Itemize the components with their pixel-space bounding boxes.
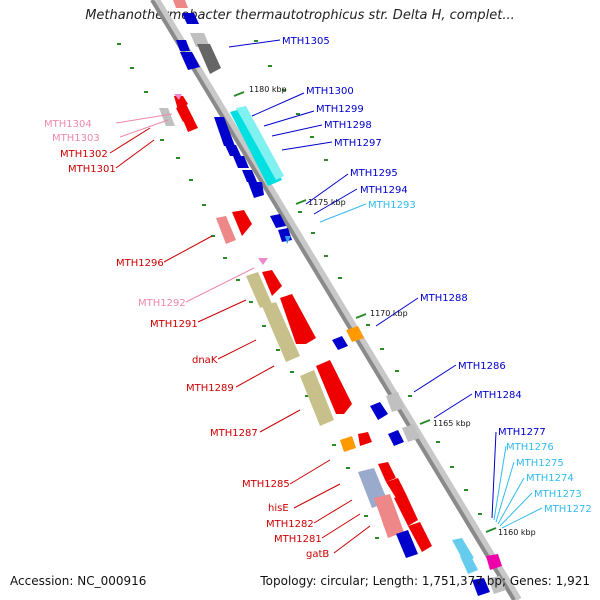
gene-arrow[interactable]	[248, 182, 264, 198]
gene-arrow[interactable]	[262, 302, 300, 362]
kbp-tick-label: 1160 kbp	[498, 528, 536, 537]
gene-arrow[interactable]	[374, 494, 404, 538]
gene-arrow[interactable]	[176, 40, 190, 51]
gene-label[interactable]: MTH1273	[534, 489, 582, 500]
gene-label[interactable]: MTH1304	[44, 119, 92, 130]
gene-arrow[interactable]	[258, 258, 268, 265]
backbone-shadow	[152, 0, 522, 600]
accession-text: Accession: NC_000916	[10, 574, 147, 588]
gene-arrow[interactable]	[378, 462, 396, 482]
kbp-tick-label: 1180 kbp	[249, 85, 287, 94]
gene-arrow[interactable]	[316, 360, 352, 414]
gene-arrow[interactable]	[358, 432, 372, 446]
gene-arrow[interactable]	[159, 108, 175, 126]
gene-label[interactable]: MTH1299	[316, 104, 364, 115]
gene-arrow[interactable]	[174, 96, 188, 110]
gene-arrow[interactable]	[396, 530, 418, 558]
gene-arrow[interactable]	[246, 272, 272, 308]
kbp-tick-label: 1175 kbp	[308, 198, 346, 207]
gene-label[interactable]: MTH1305	[282, 36, 330, 47]
gene-label[interactable]: MTH1286	[458, 361, 506, 372]
gene-arrow[interactable]	[182, 13, 199, 24]
gene-arrow[interactable]	[190, 33, 210, 47]
gene-arrow[interactable]	[180, 52, 200, 70]
gene-arrow[interactable]	[280, 294, 316, 344]
gene-arrow[interactable]	[197, 44, 221, 74]
gene-label[interactable]: MTH1272	[544, 504, 592, 515]
gene-label[interactable]: MTH1284	[474, 390, 522, 401]
gene-arrow[interactable]	[174, 94, 182, 100]
gene-arrow[interactable]	[486, 554, 502, 570]
gene-arrow[interactable]	[285, 236, 291, 244]
gene-arrow[interactable]	[183, 116, 198, 132]
kbp-tick-label: 1165 kbp	[433, 419, 471, 428]
gene-label[interactable]: MTH1303	[52, 133, 100, 144]
gene-labels: MTH1305 MTH1300 MTH1299 MTH1298 MTH1297 …	[44, 36, 592, 560]
gene-label[interactable]: MTH1288	[420, 293, 468, 304]
gene-label[interactable]: dnaK	[192, 355, 218, 366]
gene-arrow[interactable]	[232, 210, 252, 236]
gene-arrow[interactable]	[402, 424, 420, 442]
gene-label[interactable]: MTH1295	[350, 168, 398, 179]
gene-label[interactable]: MTH1297	[334, 138, 382, 149]
gene-arrow[interactable]	[386, 392, 404, 412]
gene-arrow[interactable]	[370, 402, 388, 420]
gene-label[interactable]: MTH1289	[186, 383, 234, 394]
gene-label[interactable]: MTH1291	[150, 319, 198, 330]
gene-label[interactable]: MTH1277	[498, 427, 546, 438]
gene-arrow[interactable]	[386, 478, 406, 498]
gene-arrow[interactable]	[460, 554, 478, 574]
gene-label[interactable]: MTH1281	[274, 534, 322, 545]
gene-arrow[interactable]	[216, 216, 236, 244]
gene-label[interactable]: MTH1300	[306, 86, 354, 97]
gene-label[interactable]: MTH1274	[526, 473, 574, 484]
gene-arrow[interactable]	[233, 156, 249, 168]
gene-features[interactable]	[159, 0, 506, 596]
gene-arrow[interactable]	[394, 494, 418, 526]
gene-label[interactable]: MTH1282	[266, 519, 314, 530]
gene-arrow[interactable]	[242, 170, 257, 182]
gene-label[interactable]: MTH1293	[368, 200, 416, 211]
gene-label[interactable]: MTH1276	[506, 442, 554, 453]
gene-label[interactable]: MTH1287	[210, 428, 258, 439]
dotted-guide-rings	[117, 40, 482, 539]
gene-arrow[interactable]	[488, 576, 506, 594]
gene-arrow[interactable]	[262, 270, 282, 296]
gene-label[interactable]: MTH1275	[516, 458, 564, 469]
gene-label[interactable]: MTH1301	[68, 164, 116, 175]
gene-label[interactable]: hisE	[268, 503, 289, 514]
gene-arrow[interactable]	[346, 326, 364, 342]
topology-text: Topology: circular; Length: 1,751,377 bp…	[260, 574, 590, 588]
gene-arrow[interactable]	[225, 145, 241, 156]
gene-arrow[interactable]	[300, 370, 334, 426]
gene-arrow[interactable]	[214, 117, 235, 146]
gene-arrow[interactable]	[388, 430, 404, 446]
gene-label[interactable]: MTH1292	[138, 298, 186, 309]
gene-label[interactable]: gatB	[306, 549, 329, 560]
gene-label[interactable]: MTH1296	[116, 258, 164, 269]
gene-arrow[interactable]	[408, 522, 432, 552]
gene-arrow[interactable]	[236, 106, 284, 180]
gene-label[interactable]: MTH1294	[360, 185, 408, 196]
backbone	[150, 0, 516, 600]
gene-arrow[interactable]	[472, 578, 490, 596]
gene-arrow[interactable]	[173, 0, 188, 8]
kbp-ticks: 1180 kbp 1175 kbp 1170 kbp 1165 kbp 1160…	[233, 85, 536, 537]
kbp-tick-label: 1170 kbp	[370, 309, 408, 318]
gene-label[interactable]: MTH1285	[242, 479, 290, 490]
gene-label[interactable]: MTH1298	[324, 120, 372, 131]
label-leader-lines	[109, 39, 543, 554]
gene-arrow[interactable]	[270, 214, 286, 228]
gene-arrow[interactable]	[332, 336, 348, 350]
gene-label[interactable]: MTH1302	[60, 149, 108, 160]
gene-arrow[interactable]	[340, 436, 356, 452]
